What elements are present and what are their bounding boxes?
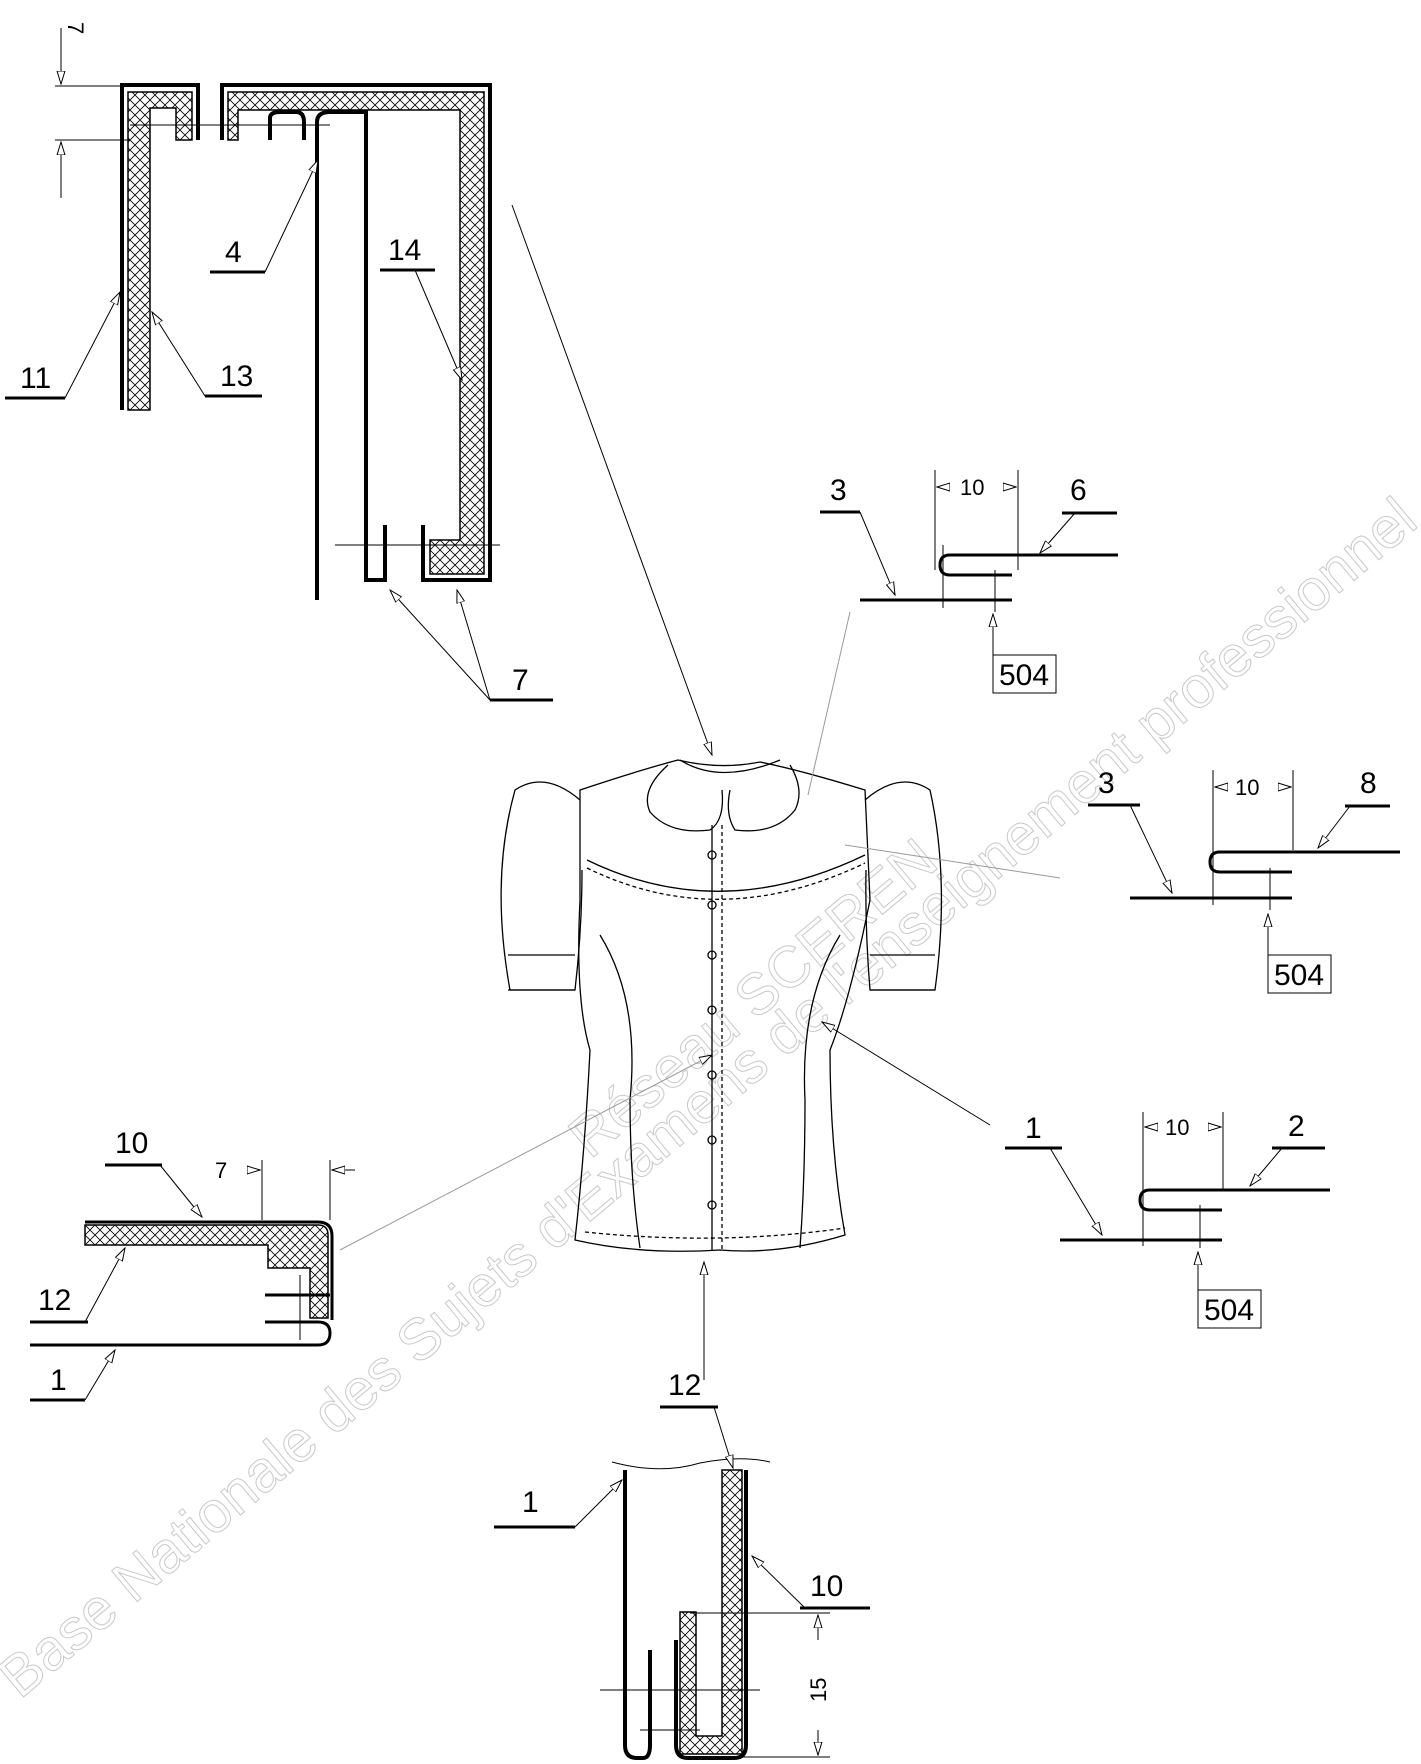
front-edge-dim: 7 [215, 1158, 227, 1183]
stitch-504-yoke: 504 [1274, 959, 1324, 992]
stitch-504-shoulder: 504 [999, 659, 1049, 692]
collar-facing-fold [268, 110, 306, 140]
shoulder-seam-detail: 10 3 6 504 [807, 470, 1118, 796]
label-12-hem: 12 [668, 1369, 701, 1402]
right-sleeve [864, 781, 943, 991]
label-3-yoke: 3 [1098, 767, 1115, 800]
watermark-line1: Base Nationale des Sujets d'Examens de l… [0, 485, 1421, 1710]
label-7: 7 [512, 664, 529, 697]
front-edge-detail: 7 10 12 1 [30, 1055, 712, 1402]
label-10-hem: 10 [810, 1570, 843, 1603]
label-2: 2 [1288, 1110, 1305, 1143]
stitch-504-side: 504 [1204, 1294, 1254, 1327]
label-13: 13 [220, 360, 253, 393]
front-edge-interfacing [84, 1224, 329, 1319]
side-dim: 10 [1165, 1115, 1189, 1140]
side-seam-detail: 10 1 2 504 [822, 1022, 1330, 1329]
collar-dim-label: 7 [63, 22, 88, 34]
collar-interfacing [127, 91, 485, 575]
hem-interfacing [679, 1469, 743, 1755]
label-1-side: 1 [1025, 1112, 1042, 1145]
label-11: 11 [20, 362, 51, 395]
hem-dim: 15 [806, 1678, 831, 1702]
watermark: Base Nationale des Sujets d'Examens de l… [0, 485, 1421, 1711]
collar-under-layer [315, 110, 387, 600]
collar-section-detail: 7 11 13 4 14 7 [5, 22, 712, 755]
label-10: 10 [115, 1127, 148, 1160]
yoke-seam-detail: 10 3 8 504 [844, 767, 1400, 994]
shoulder-dim: 10 [960, 475, 984, 500]
label-1-front: 1 [50, 1364, 67, 1397]
hem-detail: 15 12 1 10 [494, 1262, 870, 1760]
watermark-line2: Réseau SCEREN [557, 826, 949, 1170]
label-1-hem: 1 [522, 1486, 539, 1519]
label-3: 3 [830, 474, 847, 507]
yoke-dim: 10 [1235, 775, 1259, 800]
label-14: 14 [388, 234, 421, 267]
left-sleeve [500, 781, 583, 991]
label-4: 4 [225, 236, 242, 269]
blouse-sketch [500, 759, 943, 1252]
label-8: 8 [1360, 767, 1377, 800]
label-6: 6 [1070, 474, 1087, 507]
label-12: 12 [38, 1284, 71, 1317]
collar-fabric-outer [120, 83, 492, 582]
